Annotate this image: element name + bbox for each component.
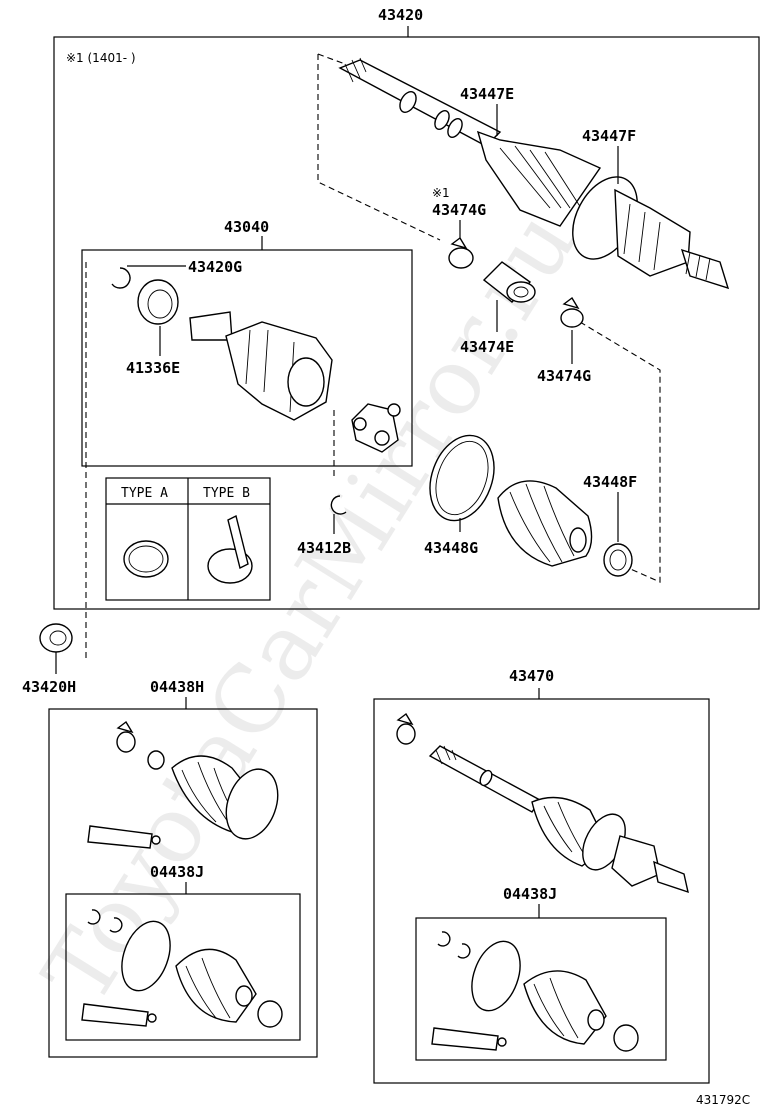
label-43448f[interactable]: 43448F [583, 473, 637, 491]
dust-seal-41336e [137, 279, 179, 325]
boot-inboard [497, 480, 593, 567]
label-04438h[interactable]: 04438H [150, 678, 204, 696]
snap-ring-43420g [111, 267, 131, 289]
damper-43474e [482, 261, 536, 303]
label-type-a: TYPE A [121, 486, 168, 501]
boot-kit-04438j-right-frame [415, 917, 667, 1061]
clamp-43474g-top [448, 236, 474, 269]
assembly-43470-frame [373, 698, 710, 1084]
clamp-type-a [123, 540, 169, 578]
label-type-b: TYPE B [203, 486, 250, 501]
note-mark: ※1 (1401- ) [66, 51, 136, 65]
label-43040[interactable]: 43040 [224, 218, 269, 236]
clamp-43448f [603, 543, 633, 577]
label-43420g[interactable]: 43420G [188, 258, 242, 276]
boot-kit-j-right-parts [431, 931, 639, 1052]
label-43420h[interactable]: 43420H [22, 678, 76, 696]
drive-shaft-outboard [338, 57, 730, 290]
label-41336e[interactable]: 41336E [126, 359, 180, 377]
label-43474g-bottom[interactable]: 43474G [537, 367, 591, 385]
snap-ring-43412b [330, 495, 347, 515]
label-43470[interactable]: 43470 [509, 667, 554, 685]
label-43447f[interactable]: 43447F [582, 127, 636, 145]
assembly-43420-frame [53, 36, 760, 610]
label-43447e[interactable]: 43447E [460, 85, 514, 103]
boot-kit-04438h-frame [48, 708, 318, 1058]
figure-id: 431792C [696, 1093, 750, 1107]
label-04438j-right[interactable]: 04438J [503, 885, 557, 903]
inboard-joint-housing [189, 311, 333, 421]
label-04438j-left[interactable]: 04438J [150, 863, 204, 881]
boot-kit-h-parts [87, 720, 279, 849]
boot-kit-j-left-parts [81, 909, 283, 1028]
tripod-joint [351, 403, 401, 453]
label-43448g[interactable]: 43448G [424, 539, 478, 557]
label-43412b[interactable]: 43412B [297, 539, 351, 557]
clamp-ring-43448g [429, 434, 495, 522]
boot-kit-04438j-left-frame [65, 893, 301, 1041]
label-43474g-top[interactable]: 43474G [432, 201, 486, 219]
label-43474e[interactable]: 43474E [460, 338, 514, 356]
assembly-43470-shaft [396, 712, 689, 894]
clamp-43474g-bottom [560, 296, 584, 328]
inboard-joint-43040-frame [81, 249, 413, 467]
label-43420[interactable]: 43420 [378, 6, 423, 24]
clamp-type-b [207, 514, 253, 584]
dust-cover-43420h [39, 623, 73, 653]
note-mark-small: ※1 [432, 186, 450, 200]
